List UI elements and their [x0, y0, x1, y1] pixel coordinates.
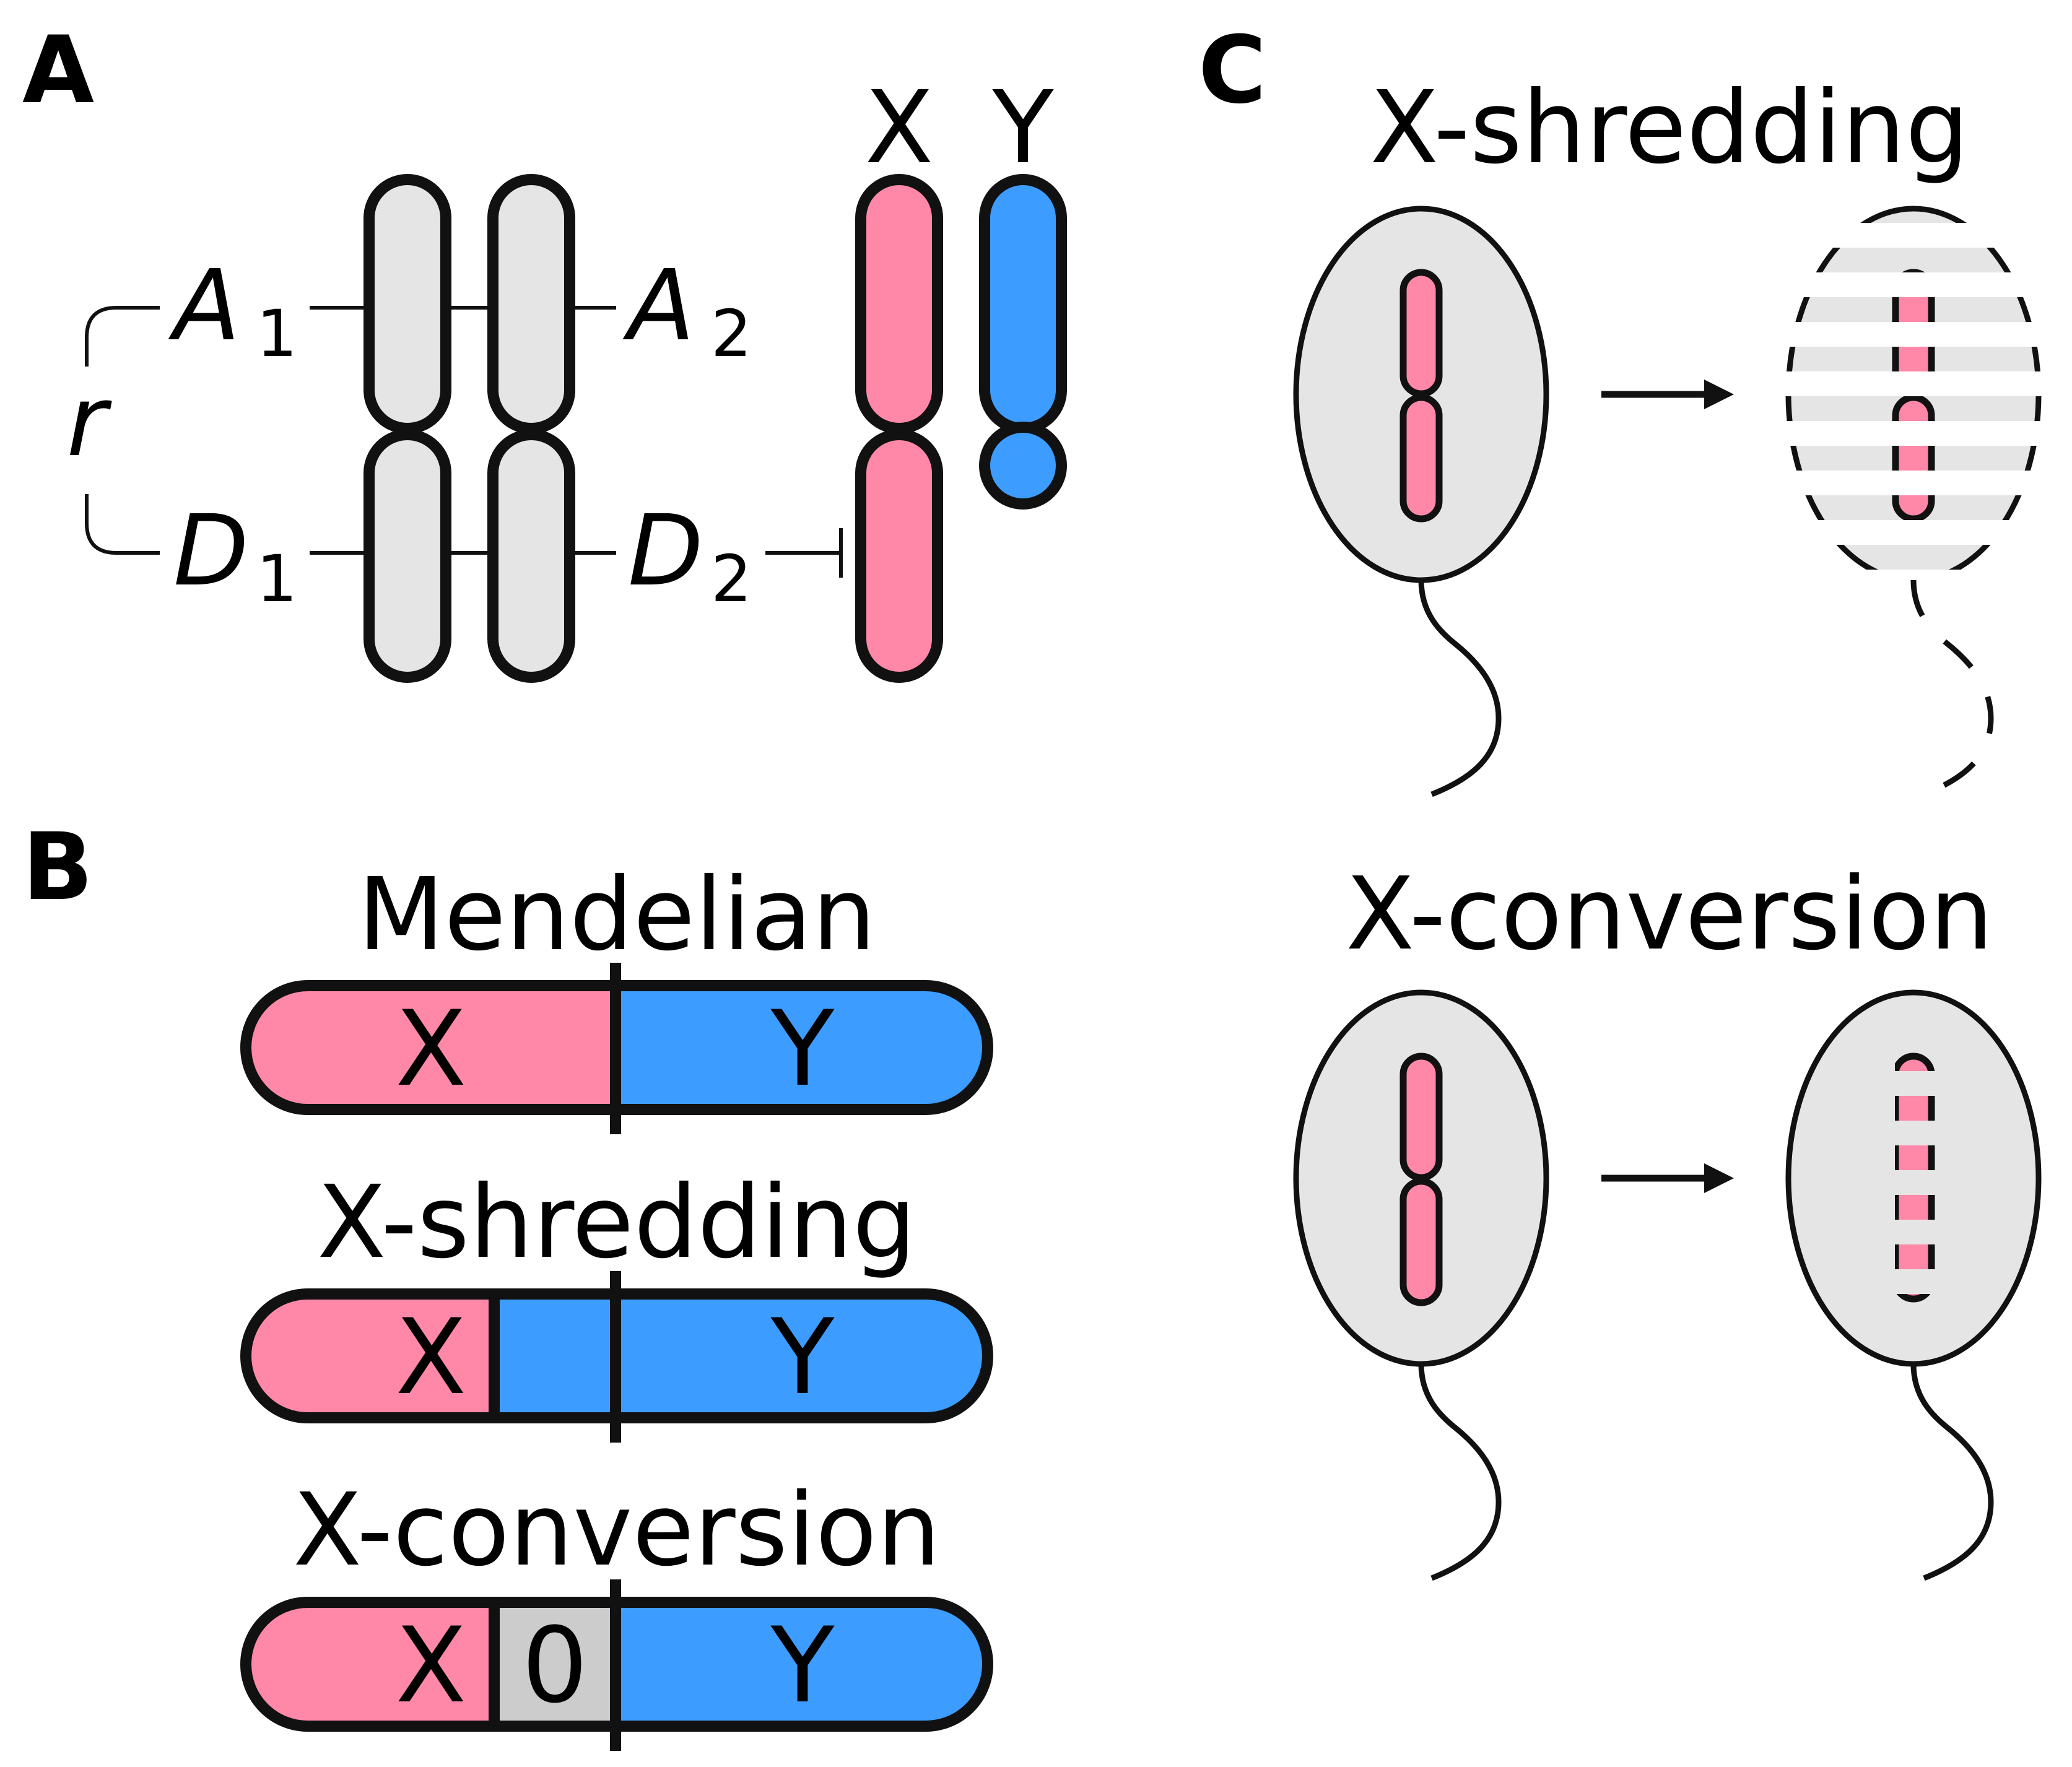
locus-d1-base: D — [173, 494, 249, 608]
locus-lines — [85, 306, 843, 578]
locus-a2-subscript: 2 — [711, 296, 752, 371]
sperm-ratio-bar-mendelian: X Y — [240, 963, 993, 1134]
recombination-label: r — [67, 365, 113, 479]
panel-a: A X Y — [22, 17, 1067, 683]
autosome-left — [363, 174, 451, 683]
locus-a1-subscript: 1 — [256, 296, 297, 371]
x-shredding-y-label: Y — [770, 1296, 835, 1418]
bar-title-mendelian: Mendelian — [358, 857, 876, 973]
x-chromosome-header: X — [865, 70, 934, 186]
y-chromosome — [979, 174, 1067, 510]
x-conversion-zero-label: 0 — [522, 1605, 588, 1726]
sperm-ratio-bar-x-conversion: X 0 Y — [240, 1579, 993, 1751]
bar-title-x-conversion: X-conversion — [293, 1472, 941, 1589]
panel-a-letter: A — [22, 17, 94, 124]
panel-c-letter: C — [1198, 17, 1266, 124]
locus-a2-base: A — [622, 249, 695, 363]
x-shredding-x-label: X — [395, 1296, 466, 1418]
x-conversion-y-label: Y — [770, 1605, 835, 1726]
sperm-cell-after-shredding — [1785, 206, 2042, 797]
mendelian-y-label: Y — [770, 988, 835, 1109]
row-title-x-shredding: X-shredding — [1370, 70, 1969, 186]
locus-label-a2: A 2 — [622, 249, 752, 371]
arrow-icon — [1601, 1163, 1734, 1193]
locus-label-a1: A 1 — [168, 249, 297, 371]
row-title-x-conversion: X-conversion — [1346, 856, 1993, 973]
mendelian-x-label: X — [395, 988, 466, 1109]
locus-label-d2: D 2 — [628, 494, 752, 617]
autosome-right — [487, 174, 575, 683]
sperm-ratio-bar-x-shredding: X Y — [240, 1271, 993, 1443]
bar-title-x-shredding: X-shredding — [317, 1165, 916, 1281]
panel-b: B Mendelian X Y X-shredding X Y X-conver… — [22, 814, 993, 1751]
x-conversion-x-label: X — [395, 1605, 466, 1726]
sperm-cell-before-conversion — [1293, 989, 1549, 1581]
locus-label-d1: D 1 — [173, 494, 297, 617]
x-chromosome — [855, 174, 943, 683]
y-chromosome-header: Y — [992, 70, 1055, 186]
locus-d1-subscript: 1 — [256, 541, 297, 617]
locus-a1-base: A — [168, 249, 240, 363]
locus-d2-base: D — [628, 494, 703, 608]
panel-c: C X-shredding — [1198, 17, 2042, 1581]
sperm-cell-after-conversion — [1785, 989, 2042, 1581]
panel-b-letter: B — [22, 814, 93, 921]
locus-d2-subscript: 2 — [711, 541, 752, 617]
arrow-icon — [1601, 380, 1734, 409]
sperm-cell-before-shredding — [1293, 206, 1549, 797]
